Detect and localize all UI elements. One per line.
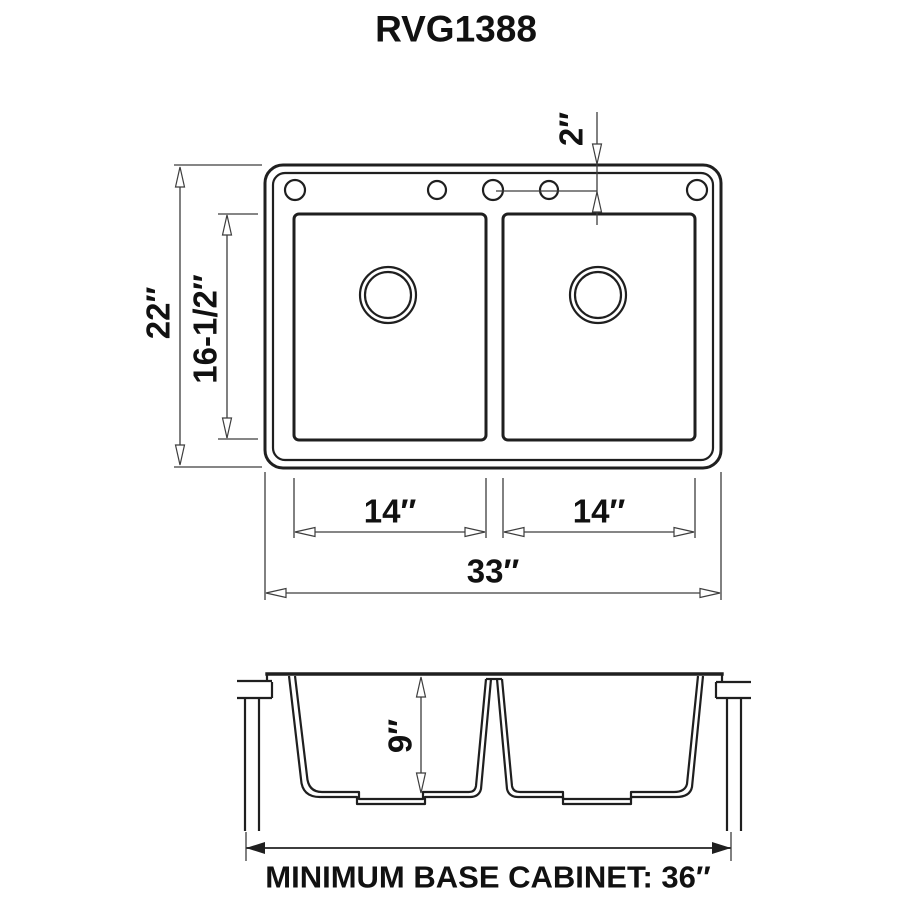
right-drain-outer xyxy=(568,265,628,325)
dim-overall-width: 33″ xyxy=(264,472,722,600)
right-drain-inner xyxy=(573,270,623,320)
dim-label-left-bowl-width: 14″ xyxy=(364,493,417,530)
arrow-right-icon xyxy=(712,842,731,854)
dim-bowl-depth: 9″ xyxy=(382,676,427,794)
dim-overall-depth: 22″ xyxy=(140,164,262,468)
arrow-up-icon xyxy=(591,191,603,213)
arrow-left-icon xyxy=(265,587,287,599)
arrow-up-icon xyxy=(174,166,186,188)
right-bowl-inner-wall xyxy=(500,675,700,801)
faucet-hole-5 xyxy=(685,178,709,202)
left-bowl-outer-wall xyxy=(287,675,493,806)
top-view xyxy=(263,163,723,470)
arrow-down-icon xyxy=(174,444,186,466)
arrow-right-icon xyxy=(673,526,695,538)
faucet-hole-2 xyxy=(426,179,448,201)
faucet-hole-1 xyxy=(283,178,307,202)
dim-label-overall-width: 33″ xyxy=(467,553,520,590)
dim-label-overall-depth: 22″ xyxy=(140,287,177,340)
dim-label-bowl-depth: 9″ xyxy=(382,719,419,753)
arrow-left-icon xyxy=(503,526,525,538)
left-drain-outer xyxy=(358,265,418,325)
dim-base-cabinet: MINIMUM BASE CABINET: 36″ xyxy=(245,832,732,895)
faucet-hole-3 xyxy=(481,178,505,202)
left-bowl xyxy=(292,212,488,442)
left-drain-inner xyxy=(363,270,413,320)
faucet-hole-4 xyxy=(538,179,560,201)
left-bowl-inner-wall xyxy=(293,675,488,801)
right-bowl-outer-wall xyxy=(495,675,705,806)
arrow-down-icon xyxy=(221,417,233,439)
base-cabinet-note: MINIMUM BASE CABINET: 36″ xyxy=(265,860,711,895)
dim-label-hole-offset: 2″ xyxy=(553,112,590,146)
dim-right-bowl-width: 14″ xyxy=(502,478,696,538)
dim-left-bowl-width: 14″ xyxy=(293,478,487,538)
dim-faucet-hole-offset: 2″ xyxy=(496,112,603,225)
right-bowl xyxy=(501,212,697,442)
dim-label-right-bowl-width: 14″ xyxy=(573,493,626,530)
arrow-up-icon xyxy=(415,676,427,698)
sink-inner-rim xyxy=(271,171,715,462)
side-view xyxy=(237,672,751,831)
arrow-right-icon xyxy=(464,526,486,538)
model-number-title: RVG1388 xyxy=(375,9,537,50)
arrow-down-icon xyxy=(415,772,427,794)
arrow-left-icon xyxy=(294,526,316,538)
dim-label-bowl-front-to-back: 16-1/2″ xyxy=(187,274,224,384)
dim-bowl-front-to-back: 16-1/2″ xyxy=(187,213,258,440)
arrow-right-icon xyxy=(699,587,721,599)
arrow-left-icon xyxy=(246,842,265,854)
arrow-up-icon xyxy=(221,214,233,236)
arrow-down-icon xyxy=(591,143,603,165)
sink-outer-rim xyxy=(263,163,723,470)
